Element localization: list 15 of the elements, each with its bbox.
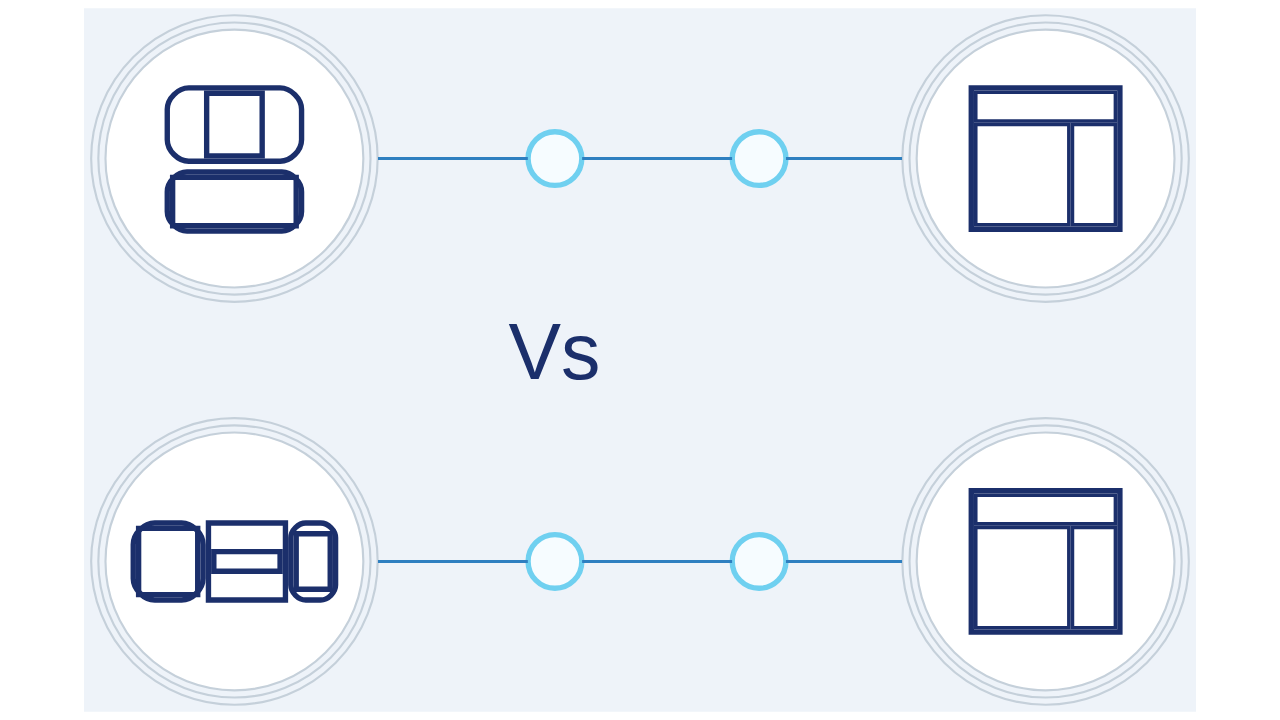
node-cube — [901, 14, 1190, 303]
label: Vs — [508, 308, 601, 397]
connector — [582, 560, 733, 563]
connector — [785, 560, 903, 563]
connector — [378, 560, 528, 563]
connector — [785, 157, 903, 160]
node-circle — [525, 531, 585, 591]
node-cube — [901, 417, 1190, 706]
connector — [378, 157, 528, 160]
node-circle — [525, 129, 585, 189]
node-circle — [729, 531, 789, 591]
node-picture — [90, 417, 379, 706]
connector — [582, 157, 733, 160]
node-circle — [729, 129, 789, 189]
node-person — [90, 14, 379, 303]
